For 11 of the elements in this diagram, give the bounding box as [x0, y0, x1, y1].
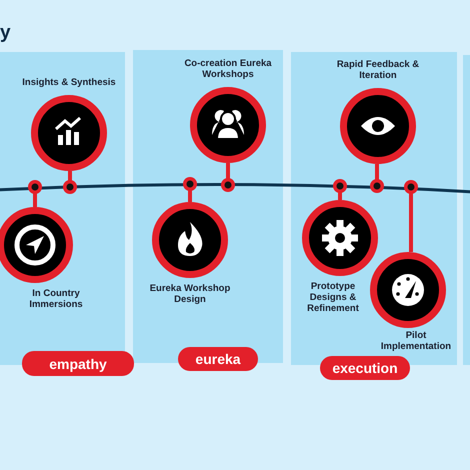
milestone-label: Co-creation Eureka Workshops — [183, 59, 273, 81]
phase-pill: execution — [320, 356, 410, 380]
milestone-label: Insights & Synthesis — [21, 78, 117, 89]
milestone-label: Pilot Implementation — [380, 331, 452, 353]
phase-pill: empathy — [22, 351, 134, 376]
milestone-label: Prototype Designs & Refinement — [306, 282, 360, 315]
title-fragment: y — [0, 22, 11, 44]
phase-pill: eureka — [178, 347, 258, 371]
milestone-label: Rapid Feedback & Iteration — [336, 60, 420, 82]
milestone-label: In Country Immersions — [28, 289, 84, 311]
milestone-label: Eureka Workshop Design — [148, 284, 232, 306]
